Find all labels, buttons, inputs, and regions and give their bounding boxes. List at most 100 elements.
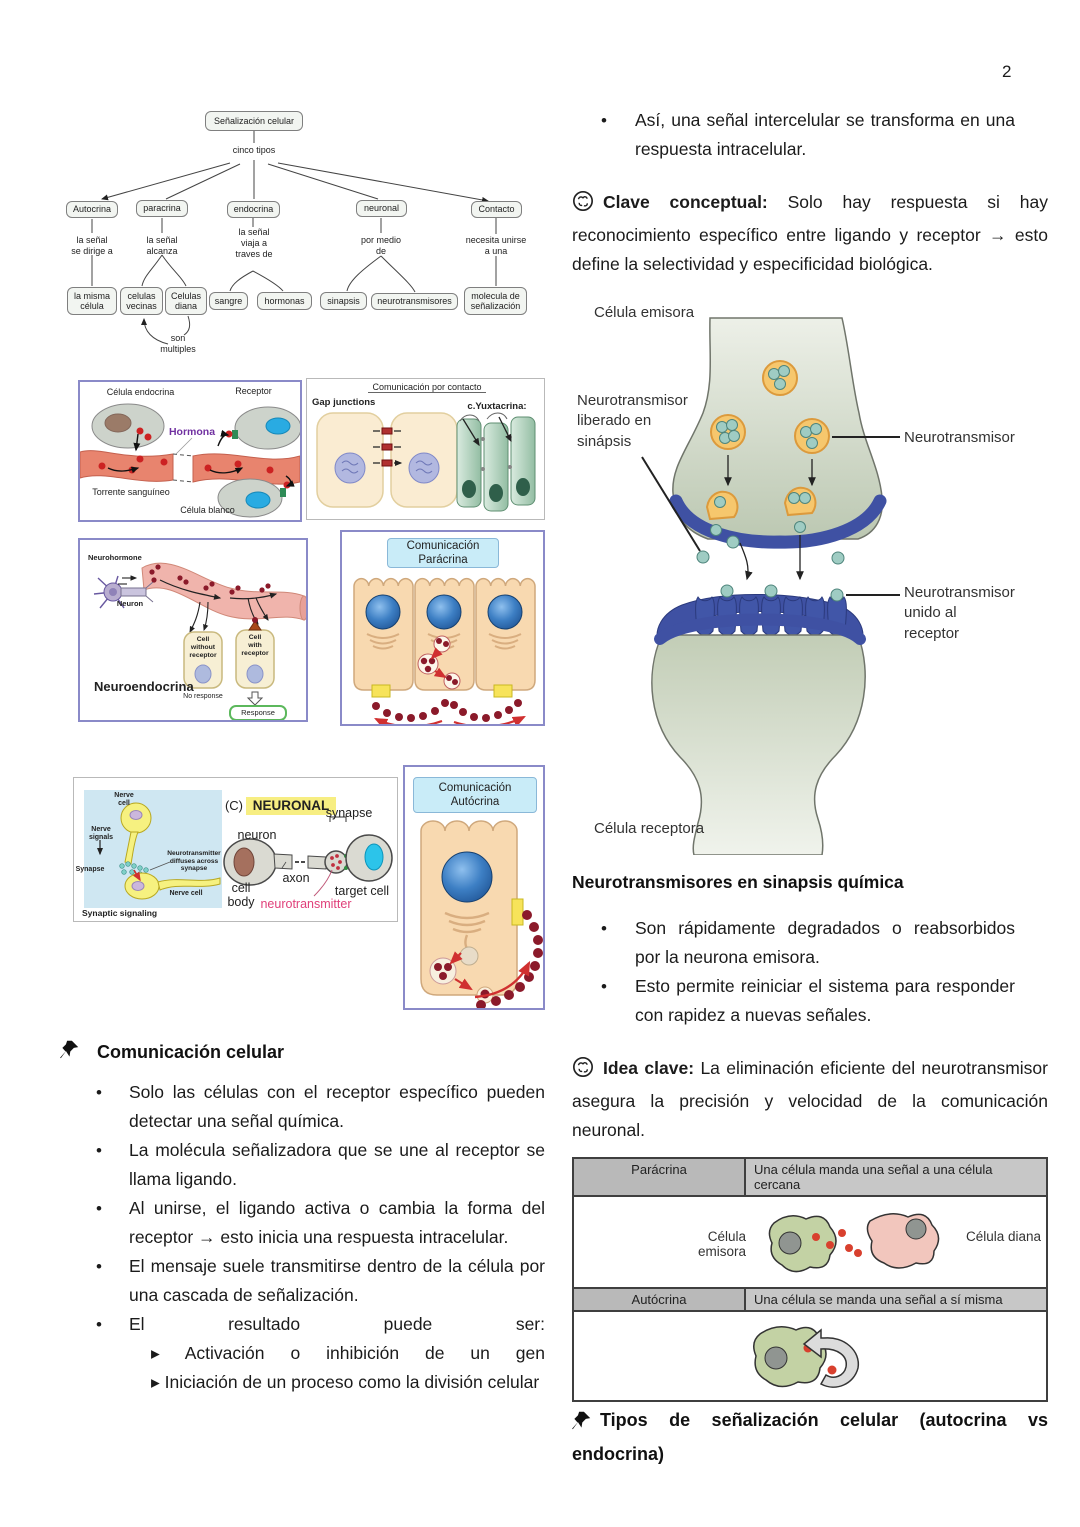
list-item: Así, una señal intercelular se transform… — [601, 106, 1015, 164]
bullet-text: El resultado puede ser: — [129, 1314, 545, 1334]
cm-leaf-celulas-diana: Celulas diana — [165, 287, 207, 315]
list-item: Esto permite reiniciar el sistema para r… — [601, 972, 1015, 1030]
section-heading-text: Comunicación celular — [97, 1041, 285, 1062]
figure-autocrine: Comunicación Autócrina — [403, 765, 545, 1010]
paracrine-cells-drawing — [768, 1213, 940, 1273]
table-def-autocrina: Una célula se manda una señal a sí misma — [746, 1289, 1046, 1310]
bullet-text: Al unirse, el ligando activa o cambia la… — [129, 1198, 545, 1247]
label-c: (C) — [224, 798, 244, 813]
comunicacion-bullet-list: Solo las células con el receptor específ… — [96, 1078, 545, 1397]
label-celula-endocrina: Célula endocrina — [106, 387, 175, 397]
label-target-cell: target cell — [334, 884, 390, 898]
cm-leaf-celulas-vecinas: celulas vecinas — [120, 287, 163, 315]
figure-paracrine: Comunicación Parácrina — [340, 530, 545, 726]
label-neuron: Neuron — [116, 599, 144, 608]
label-nerve-signals: Nerve signals — [88, 826, 114, 842]
list-item: La molécula señalizadora que se une al r… — [96, 1136, 545, 1194]
cm-branch-label: cinco tipos — [232, 145, 276, 155]
intro-bullet-list: Así, una señal intercelular se transform… — [601, 106, 1015, 164]
synapse-drawing — [641, 317, 900, 855]
cm-type-paracrina: paracrina — [136, 200, 188, 217]
bullet-marker — [96, 1078, 129, 1136]
label-neurotransmitter: neurotransmitter — [260, 897, 352, 911]
list-item: Solo las células con el receptor específ… — [96, 1078, 545, 1136]
cm-type-neuronal: neuronal — [356, 200, 407, 217]
brain-icon — [572, 1056, 594, 1087]
figure-neuronal: Nerve cell Nerve signals Synapse Neurotr… — [73, 777, 398, 922]
list-item: El resultado puede ser: ▸ Activación o i… — [96, 1310, 545, 1397]
list-item: El mensaje suele transmitirse dentro de … — [96, 1252, 545, 1310]
bullet-text: Son rápidamente degradados o reabsorbido… — [635, 918, 1015, 967]
paracrina-autocrina-table: Parácrina Una célula manda una señal a u… — [572, 1157, 1048, 1402]
clave-conceptual-text: Solo hay respuesta si hay reconocimiento… — [572, 192, 1048, 274]
figure-neuroendocrine: Neurohormone Neuron Cell without recepto… — [78, 538, 308, 722]
list-item: Son rápidamente degradados o reabsorbido… — [601, 914, 1015, 972]
table-row-autocrina-figure — [574, 1312, 1046, 1400]
bullet-text: Solo las células con el receptor específ… — [129, 1082, 545, 1131]
nt-heading: Neurotransmisores en sinapsis química — [572, 872, 904, 892]
cm-edge-contacto: necesita unirse a una — [465, 235, 527, 256]
sub-bullet-text: ▸ Activación o inhibición de un gen — [151, 1343, 545, 1363]
bullet-text: Así, una señal intercelular se transform… — [635, 110, 1015, 159]
label-cell-with-receptor: Cell with receptor — [241, 634, 269, 657]
table-term-autocrina: Autócrina — [574, 1289, 746, 1310]
label-nerve-cell-bottom: Nerve cell — [169, 890, 203, 897]
cm-root: Señalización celular — [205, 111, 303, 131]
label-neurohormone: Neurohormone — [88, 553, 142, 562]
idea-clave-text: La eliminación eficiente del neurotransm… — [572, 1058, 1048, 1140]
cm-leaf-molecula: molecula de señalización — [464, 287, 527, 315]
label-cell-without-receptor: Cell without receptor — [189, 636, 217, 659]
neuroendocrine-drawing — [93, 562, 306, 720]
label-table-celula-diana: Célula diana — [966, 1229, 1042, 1244]
cm-type-endocrina: endocrina — [227, 201, 280, 218]
sub-bullet-text: ▸ Iniciación de un proceso como la divis… — [151, 1372, 540, 1392]
figure-contact: Comunicación por contacto Gap junctions … — [306, 378, 545, 520]
label-nt-liberado: Neurotransmisor liberado en sinápsis — [577, 392, 688, 450]
list-item: Al unirse, el ligando activa o cambia la… — [96, 1194, 545, 1252]
label-synaptic-signaling: Synaptic signaling — [82, 908, 158, 918]
label-no-response: No response — [183, 693, 223, 700]
bullet-text: La molécula señalizadora que se une al r… — [129, 1140, 545, 1189]
pushpin-icon — [572, 1409, 591, 1439]
label-neurotransmisor: Neurotransmisor — [904, 429, 1015, 446]
pushpin-icon — [60, 1040, 79, 1064]
label-torrente-sanguineo: Torrente sanguíneo — [92, 487, 170, 497]
contact-drawing — [316, 412, 536, 512]
bullet-marker — [601, 106, 635, 164]
bound-neurotransmitters — [720, 584, 844, 602]
label-receptor: Receptor — [235, 386, 272, 396]
autocrine-cell-drawing — [753, 1326, 859, 1388]
cm-edge-paracrina: la señal alcanza — [146, 235, 178, 256]
page-number: 2 — [1002, 62, 1012, 81]
label-synapse-left: Synapse — [75, 866, 105, 873]
synapse-figure: Célula emisora Neurotransmisor liberado … — [570, 295, 1050, 855]
concept-map-lines — [91, 131, 497, 345]
clave-conceptual-label: Clave conceptual: — [603, 192, 768, 212]
label-axon: axon — [282, 871, 310, 885]
label-cell-body: cell body — [227, 881, 255, 910]
bullet-marker — [96, 1194, 129, 1252]
bullet-text: Esto permite reiniciar el sistema para r… — [635, 976, 1015, 1025]
idea-clave-paragraph: Idea clave: La eliminación eficiente del… — [572, 1054, 1048, 1145]
presynaptic-membrane — [669, 494, 887, 549]
label-comunicacion-contacto: Comunicación por contacto — [337, 382, 517, 393]
label-celula-receptora: Célula receptora — [594, 820, 705, 837]
neuronal-drawing — [97, 802, 393, 900]
figure-endocrine: Célula endocrina Receptor Hormona Torren… — [78, 380, 302, 522]
bullet-marker — [96, 1136, 129, 1194]
label-neuroendocrina: Neuroendocrina — [94, 679, 194, 694]
tipos-heading-text: Tipos de señalización celular (autocrina… — [572, 1410, 1048, 1464]
cm-leaf-hormonas: hormonas — [257, 292, 312, 310]
pointer-lines — [641, 436, 900, 596]
vesicles — [705, 360, 830, 521]
section-heading-comunicacion-celular: Comunicación celular — [60, 1040, 284, 1064]
label-celula-blanco: Célula blanco — [180, 505, 235, 515]
label-response: Response — [241, 708, 275, 717]
cm-edge-endocrina: la señal viaja a traves de — [235, 227, 273, 259]
cm-type-autocrina: Autocrina — [66, 201, 118, 218]
bullet-marker — [96, 1310, 129, 1397]
cm-type-contacto: Contacto — [471, 201, 522, 218]
table-term-paracrina: Parácrina — [574, 1159, 746, 1195]
free-neurotransmitters — [696, 521, 845, 565]
